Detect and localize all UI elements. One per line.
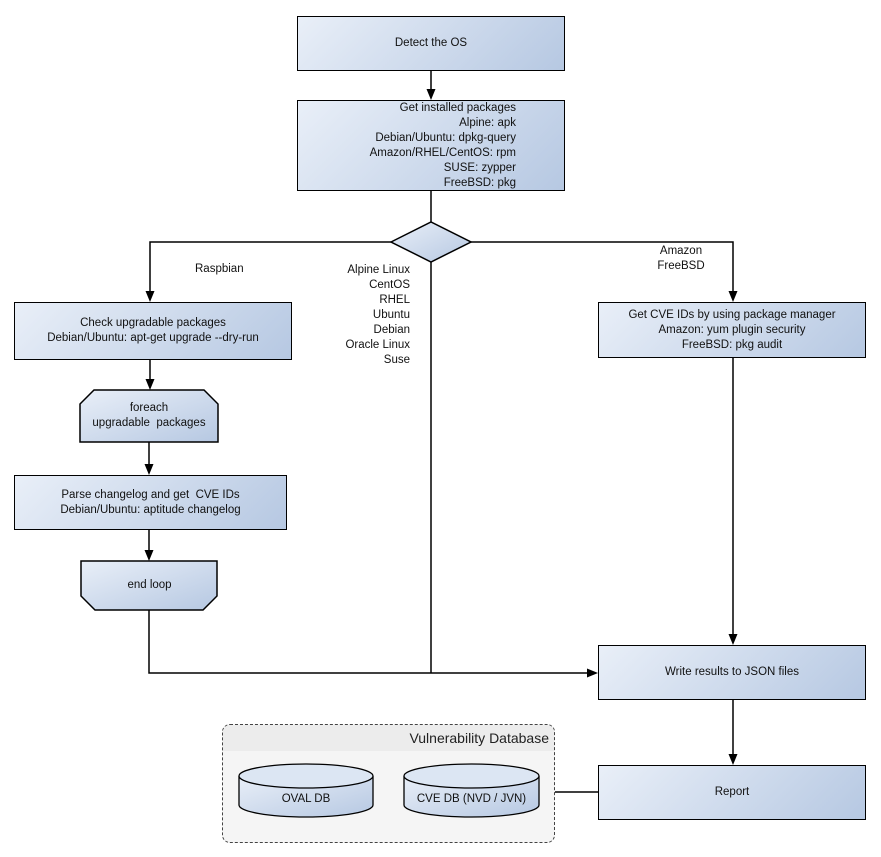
- oval-db-label: OVAL DB: [281, 792, 331, 805]
- diamond-shape: [390, 221, 472, 263]
- branch-label-amazon-freebsd: Amazon FreeBSD: [657, 245, 705, 272]
- node-foreach-label: foreach upgradable packages: [92, 402, 206, 429]
- node-parse-changelog: Parse changelog and get CVE IDs Debian/U…: [14, 475, 287, 530]
- node-get-cve-ids: Get CVE IDs by using package manager Ama…: [598, 302, 866, 358]
- arrowhead-down-icon: [144, 550, 154, 561]
- loop-end-shape: [80, 560, 218, 611]
- arrowhead-down-icon: [728, 291, 738, 302]
- node-write-results-label: Write results to JSON files: [665, 666, 799, 678]
- node-foreach-loop-start: foreach upgradable packages: [79, 389, 219, 443]
- node-os-decision-diamond: [390, 221, 472, 263]
- loop-start-shape: [79, 389, 219, 443]
- cve-db-label: CVE DB (NVD / JVN): [416, 792, 527, 805]
- arrowhead-down-icon: [145, 291, 155, 302]
- node-parse-changelog-label: Parse changelog and get CVE IDs Debian/U…: [60, 488, 241, 516]
- node-detect-os: Detect the OS: [297, 16, 565, 71]
- branch-label-raspbian: Raspbian: [195, 263, 244, 275]
- oval-db-cylinder-icon: [238, 763, 374, 818]
- node-check-upgradable-packages: Check upgradable packages Debian/Ubuntu:…: [14, 302, 292, 360]
- branch-label-os-list: Alpine Linux CentOS RHEL Ubuntu Debian O…: [345, 264, 410, 366]
- node-get-installed-packages-label: Get installed packages Alpine: apk Debia…: [369, 101, 516, 189]
- node-report: Report: [598, 765, 866, 820]
- node-detect-os-label: Detect the OS: [394, 37, 468, 49]
- cve-db-cylinder-icon: [403, 763, 540, 818]
- node-write-results: Write results to JSON files: [598, 645, 866, 700]
- node-end-loop-label: end loop: [127, 579, 172, 591]
- vulnerability-database-title: Vulnerability Database: [223, 725, 554, 751]
- node-report-label: Report: [714, 786, 750, 798]
- arrowhead-down-icon: [144, 464, 154, 475]
- arrowhead-right-icon: [587, 668, 598, 678]
- arrowhead-down-icon: [728, 634, 738, 645]
- node-get-installed-packages: Get installed packages Alpine: apk Debia…: [297, 100, 565, 191]
- arrowhead-down-icon: [728, 754, 738, 765]
- node-end-loop: end loop: [80, 560, 219, 611]
- node-get-cve-ids-label: Get CVE IDs by using package manager Ama…: [628, 308, 836, 351]
- node-check-upgradable-label: Check upgradable packages Debian/Ubuntu:…: [47, 317, 259, 344]
- arrowhead-down-icon: [145, 379, 155, 390]
- arrowhead-down-icon: [426, 89, 436, 100]
